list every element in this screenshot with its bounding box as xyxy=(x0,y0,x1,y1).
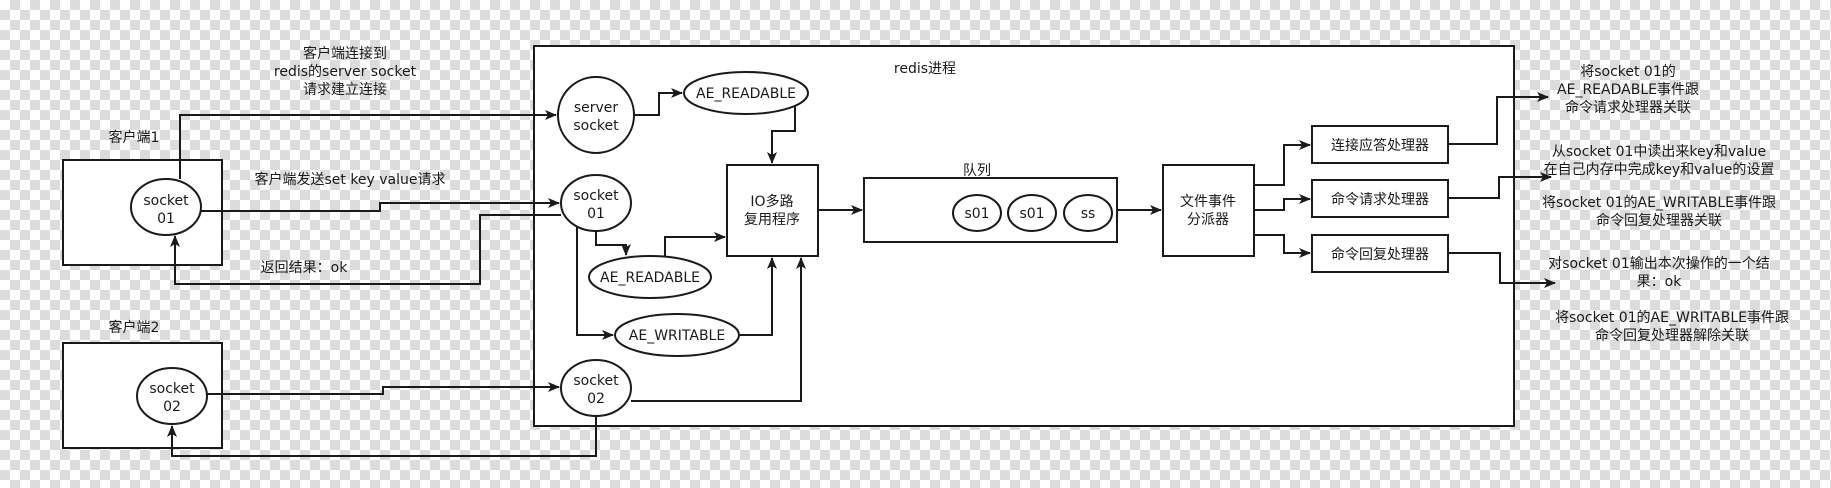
arrow-connect-request xyxy=(179,110,557,179)
socket-02-line2: 02 xyxy=(587,391,605,407)
redis-process-title: redis进程 xyxy=(894,61,956,77)
note-connect-request-1: 客户端连接到 xyxy=(303,45,387,62)
dispatcher-line1: 文件事件 xyxy=(1180,194,1236,210)
arrow-socket02-to-io xyxy=(631,257,806,402)
note-read-execute-1: 从socket 01中读出来key和value xyxy=(1552,143,1766,160)
note-connect-request-2: redis的server socket xyxy=(274,64,417,80)
note-output-result-1: 对socket 01输出本次操作的一个结 xyxy=(1548,256,1770,272)
arrow-server-readable xyxy=(634,88,683,116)
server-socket-line2: socket xyxy=(573,118,619,134)
server-socket-line1: server xyxy=(574,100,619,116)
dispatcher-box xyxy=(1162,164,1255,257)
note-read-execute-2: 在自己内存中完成key和value的设置 xyxy=(1544,162,1775,178)
note-output-result-2: 果：ok xyxy=(1637,274,1683,290)
arrow-writable-to-io xyxy=(739,257,777,336)
note-disassoc-writable-2: 命令回复处理器解除关联 xyxy=(1595,327,1749,344)
note-return-result: 返回结果：ok xyxy=(261,260,349,276)
queue-item-2-label: s01 xyxy=(1019,206,1044,222)
client1-label: 客户端1 xyxy=(109,129,160,146)
io-multiplexer-line1: IO多路 xyxy=(750,193,793,210)
queue-item-3-label: ss xyxy=(1081,206,1096,222)
note-assoc-writable-2: 命令回复处理器关联 xyxy=(1596,212,1722,229)
request-handler-label: 命令请求处理器 xyxy=(1331,191,1429,208)
arrow-return-result xyxy=(170,214,561,285)
note-assoc-readable-3: 命令请求处理器关联 xyxy=(1565,99,1691,116)
arrow-readable-top-to-io xyxy=(767,106,796,164)
arrow-send-command xyxy=(201,198,560,212)
arrow-socket02-to-client2 xyxy=(167,416,597,457)
event-readable-mid xyxy=(588,255,712,299)
socket-01-line2: 01 xyxy=(587,206,605,222)
event-readable-top-label: AE_READABLE xyxy=(696,86,796,102)
arrow-dispatcher-to-connect xyxy=(1254,140,1311,186)
connect-handler-label: 连接应答处理器 xyxy=(1331,137,1429,154)
note-assoc-readable-2: AE_READABLE事件跟 xyxy=(1557,82,1699,98)
socket-01-line1: socket xyxy=(573,188,619,204)
note-disassoc-writable-1: 将socket 01的AE_WRITABLE事件跟 xyxy=(1555,310,1789,326)
arrow-socket01-readable xyxy=(595,231,631,256)
queue-item-1-label: s01 xyxy=(964,206,989,222)
arrow-request-to-note xyxy=(1448,172,1552,199)
arrow-connect-to-note xyxy=(1448,92,1549,145)
note-send-command: 客户端发送set key value请求 xyxy=(254,171,445,188)
client1-socket-line2: 01 xyxy=(157,211,175,227)
arrow-dispatcher-to-request xyxy=(1254,194,1311,211)
note-connect-request-3: 请求建立连接 xyxy=(303,81,387,98)
io-multiplexer-box xyxy=(726,164,819,257)
client2-socket-line1: socket xyxy=(149,381,195,397)
event-readable-top xyxy=(683,71,809,115)
arrow-dispatcher-to-reply xyxy=(1254,234,1311,258)
note-assoc-writable-1: 将socket 01的AE_WRITABLE事件跟 xyxy=(1542,195,1776,211)
queue-title: 队列 xyxy=(963,163,991,179)
socket-02-line1: socket xyxy=(573,373,619,389)
client2-label: 客户端2 xyxy=(109,319,160,336)
event-writable-label: AE_WRITABLE xyxy=(629,328,725,344)
connect-handler-box xyxy=(1311,125,1449,164)
arrow-client2-to-socket02 xyxy=(207,382,560,395)
dispatcher-line2: 分派器 xyxy=(1187,212,1229,228)
client2-socket-line2: 02 xyxy=(163,399,181,415)
client2-socket xyxy=(136,367,208,425)
reply-handler-box xyxy=(1311,234,1449,273)
reply-handler-label: 命令回复处理器 xyxy=(1331,246,1429,263)
queue-item-3 xyxy=(1063,194,1113,232)
event-readable-mid-label: AE_READABLE xyxy=(600,270,700,286)
client1-socket-line1: socket xyxy=(143,193,189,209)
queue-item-1 xyxy=(952,194,1002,232)
io-multiplexer-line2: 复用程序 xyxy=(744,211,800,228)
queue-item-2 xyxy=(1007,194,1057,232)
client1-socket xyxy=(130,178,202,236)
arrow-reply-to-note xyxy=(1448,252,1556,288)
arrow-socket01-writable xyxy=(576,226,614,340)
note-assoc-readable-1: 将socket 01的 xyxy=(1580,64,1676,80)
arrow-readable-mid-to-io xyxy=(664,232,726,256)
